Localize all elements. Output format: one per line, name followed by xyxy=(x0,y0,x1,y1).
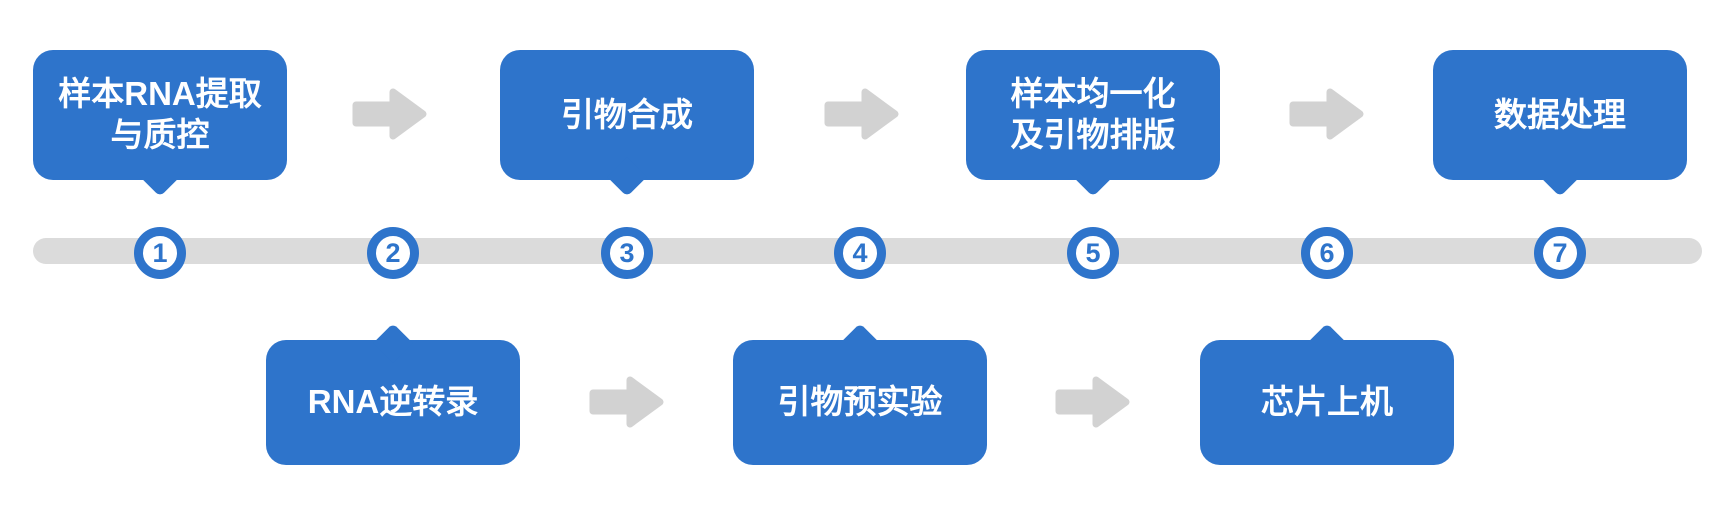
bubble-chip-on-machine: 芯片上机 xyxy=(1200,323,1454,465)
tail-down-pointer xyxy=(1073,157,1113,197)
bubble-data-processing: 数据处理 xyxy=(1433,50,1687,197)
arrow-right-icon xyxy=(589,373,665,431)
step-circle-7: 7 xyxy=(1534,227,1586,279)
arrow-right-icon xyxy=(1055,373,1131,431)
step-number: 4 xyxy=(852,237,868,268)
step-number: 2 xyxy=(385,237,401,268)
bubble-sample-rna-extraction-qc: 样本RNA提取 与质控 xyxy=(33,50,287,197)
step-circle-2: 2 xyxy=(367,227,419,279)
step-number: 6 xyxy=(1319,237,1335,268)
stage-label: 引物预实验 xyxy=(777,383,943,421)
step-circle-5: 5 xyxy=(1067,227,1119,279)
tail-up-pointer xyxy=(1307,323,1347,363)
arrow-right-icon xyxy=(1289,85,1365,143)
step-circle-3: 3 xyxy=(601,227,653,279)
step-number: 5 xyxy=(1085,237,1101,268)
tail-up-pointer xyxy=(840,323,880,363)
stage-label: 样本RNA提取 与质控 xyxy=(58,75,262,153)
stage-label: 芯片上机 xyxy=(1261,383,1393,421)
bubble-primer-synthesis: 引物合成 xyxy=(500,50,754,197)
stage-label: 数据处理 xyxy=(1494,95,1626,133)
stage-label: RNA逆转录 xyxy=(307,383,479,421)
arrow-right-icon xyxy=(352,85,428,143)
bubble-primer-pre-experiment: 引物预实验 xyxy=(733,323,987,465)
step-number: 3 xyxy=(619,237,635,268)
stage-label: 样本均一化 及引物排版 xyxy=(1010,75,1176,153)
arrow-right-icon xyxy=(824,85,900,143)
stage-label: 引物合成 xyxy=(561,95,693,133)
step-number: 1 xyxy=(152,237,168,268)
tail-down-pointer xyxy=(140,157,180,197)
tail-down-pointer xyxy=(1540,157,1580,197)
tail-down-pointer xyxy=(607,157,647,197)
step-circle-6: 6 xyxy=(1301,227,1353,279)
step-circle-4: 4 xyxy=(834,227,886,279)
bubble-sample-normalization-primer-layout: 样本均一化 及引物排版 xyxy=(966,50,1220,197)
step-circle-1: 1 xyxy=(134,227,186,279)
step-number: 7 xyxy=(1552,237,1568,268)
tail-up-pointer xyxy=(373,323,413,363)
bubble-rna-reverse-transcription: RNA逆转录 xyxy=(266,323,520,465)
